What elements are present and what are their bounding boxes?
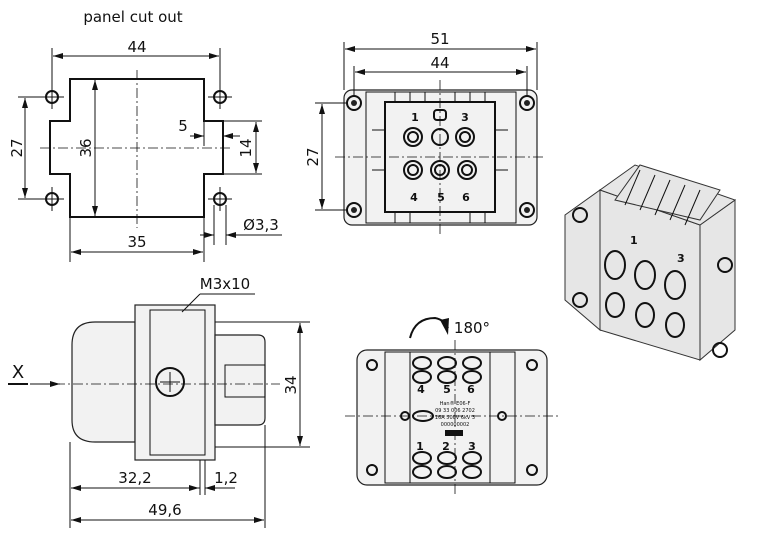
contact-label-3: 3: [461, 111, 469, 124]
dim-1-2: 1,2: [214, 469, 238, 487]
view-label-x: X: [12, 362, 24, 383]
svg-text:09 33 006 2702: 09 33 006 2702: [435, 408, 475, 414]
svg-text:000000002: 000000002: [441, 422, 470, 428]
product-label: Han® E06-F 09 33 006 2702 16A 500V 6kV 3…: [435, 400, 475, 436]
dim-51: 51: [430, 30, 449, 48]
front-view: 1 3 4 5 6 51 44 27: [304, 30, 545, 235]
svg-text:16A 500V 6kV 3: 16A 500V 6kV 3: [435, 415, 475, 421]
dim-44-front: 44: [430, 54, 449, 72]
isometric-view: 1 3: [564, 164, 737, 362]
dim-49-6: 49,6: [148, 501, 181, 519]
panel-cutout-view: panel cut out 44 27 36 14 5 Ø3,3: [8, 8, 282, 262]
dim-36: 36: [77, 138, 95, 157]
dim-34: 34: [282, 375, 300, 394]
dim-35: 35: [127, 233, 146, 251]
contact-label-1: 1: [411, 111, 419, 124]
dim-27: 27: [8, 138, 26, 157]
contact-label-4: 4: [410, 191, 418, 204]
rear-contact-label-1: 1: [416, 440, 424, 453]
rear-contact-label-4: 4: [417, 383, 425, 396]
dim-32-2: 32,2: [118, 469, 151, 487]
dim-hole-diameter: Ø3,3: [243, 216, 279, 234]
wire-terminals: [412, 356, 482, 479]
iso-contact-label-1: 1: [630, 234, 638, 247]
dim-27-front: 27: [304, 147, 322, 166]
panel-cutout-title: panel cut out: [83, 8, 182, 26]
rear-contact-label-2: 2: [442, 440, 450, 453]
rear-view: 180° 4 5 6 1 2 3 Han® E06-F 09 33 006 27…: [345, 316, 560, 495]
screw-label-m3x10: M3x10: [200, 275, 250, 293]
rear-contact-label-6: 6: [467, 383, 475, 396]
svg-text:Han® E06-F: Han® E06-F: [440, 400, 471, 407]
contact-label-6: 6: [462, 191, 470, 204]
rotation-label: 180°: [454, 319, 490, 337]
contact-label-5: 5: [437, 191, 445, 204]
dim-44: 44: [127, 38, 146, 56]
rear-contact-label-5: 5: [443, 383, 451, 396]
iso-contact-label-3: 3: [677, 252, 685, 265]
side-view: X M3x10 34 32,2 1,2 49,6: [8, 275, 310, 528]
dim-5: 5: [178, 117, 188, 135]
rear-contact-label-3: 3: [468, 440, 476, 453]
dim-14: 14: [237, 138, 255, 157]
